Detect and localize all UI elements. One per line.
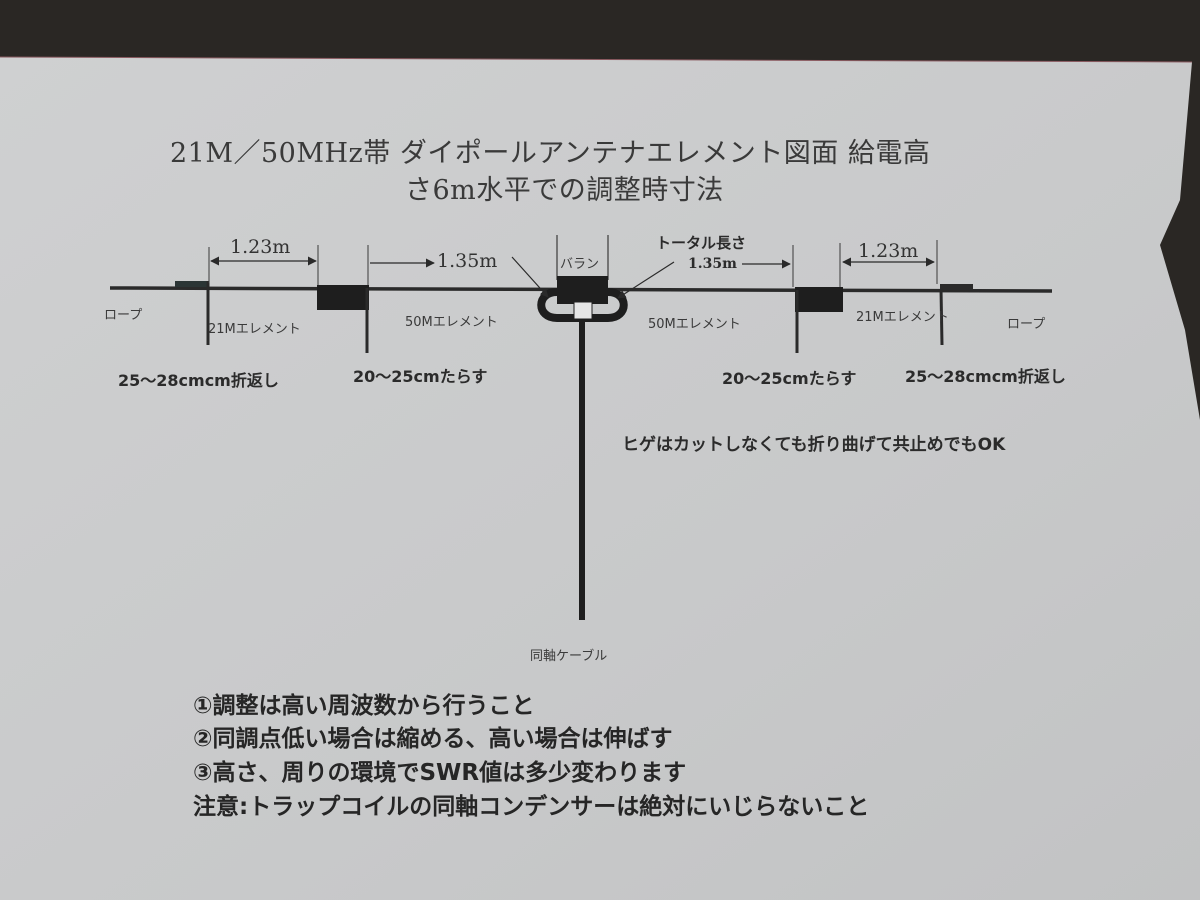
right-hang-label: 20〜25cmたらす: [722, 369, 857, 388]
right-50m-dimension: 1.35m: [688, 256, 737, 272]
left-21m-dimension: 1.23m: [230, 236, 291, 258]
balun-body: [557, 276, 608, 304]
right-21m-fold: [939, 288, 944, 346]
right-rope-label: ロープ: [1007, 317, 1046, 332]
note-3: ③高さ、周りの環境でSWR値は多少変わります: [193, 760, 687, 786]
feedpoint-connector: [573, 301, 593, 320]
balun-label: バラン: [560, 257, 600, 272]
note-caution: 注意:トラップコイルの同軸コンデンサーは絶対にいじらないこと: [193, 794, 870, 820]
left-trap-coil: [317, 285, 369, 310]
title-line-2: さ6m水平での調整時寸法: [405, 175, 724, 206]
note-2: ②同調点低い場合は縮める、高い場合は伸ばす: [193, 726, 673, 752]
total-length-label: トータル長さ: [656, 234, 747, 252]
left-50m-dimension: 1.35m: [437, 250, 498, 272]
right-21m-dimension: 1.23m: [858, 240, 919, 262]
left-rope-insulator: [175, 281, 208, 287]
right-50m-element-label: 50Mエレメント: [648, 317, 741, 332]
coax-cable-label: 同軸ケーブル: [530, 649, 608, 664]
right-fold-label: 25〜28cmcm折返し: [905, 367, 1066, 386]
whisker-note: ヒゲはカットしなくても折り曲げて共止めでもOK: [622, 435, 1006, 455]
right-rope-insulator: [940, 284, 973, 290]
paper-sheet: [0, 57, 1200, 900]
title-line-1: 21M／50MHz帯 ダイポールアンテナエレメント図面 給電高: [170, 138, 931, 169]
note-1: ①調整は高い周波数から行うこと: [193, 693, 535, 719]
right-trap-coil: [795, 287, 843, 312]
left-fold-label: 25〜28cmcm折返し: [118, 371, 279, 390]
left-50m-element-label: 50Mエレメント: [405, 315, 498, 330]
left-21m-element-label: 21Mエレメント: [208, 322, 301, 337]
right-21m-element-label: 21Mエレメント: [856, 310, 949, 325]
left-hang-label: 20〜25cmたらす: [353, 367, 488, 386]
left-rope-label: ロープ: [104, 308, 143, 323]
